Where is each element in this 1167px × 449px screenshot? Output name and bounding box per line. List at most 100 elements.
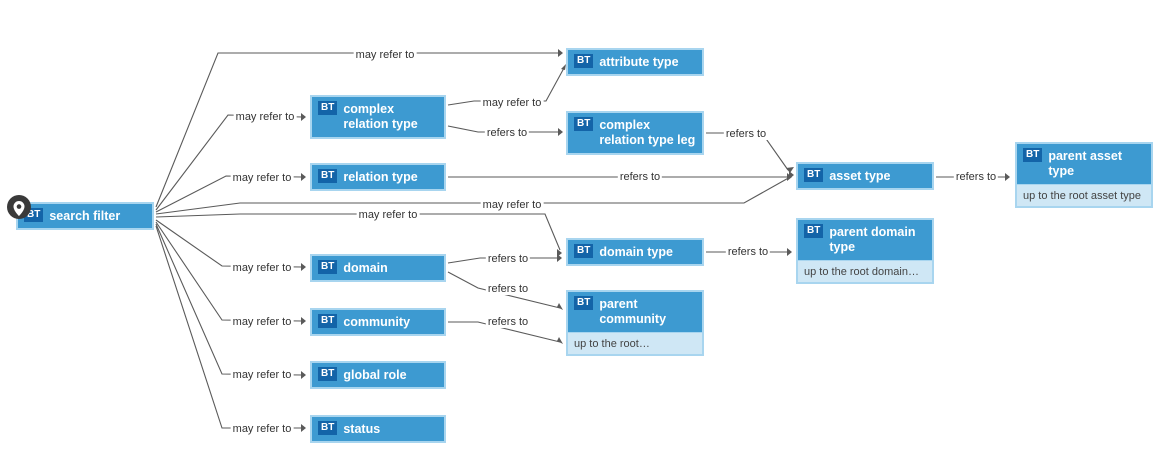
- edge-label: may refer to: [230, 316, 294, 328]
- edge-search-filter-to-global-role: [155, 223, 303, 376]
- node-complex-relation-type-leg[interactable]: BT complex relation type leg: [566, 111, 704, 155]
- node-domain[interactable]: BT domain: [310, 254, 446, 282]
- node-header: BT attribute type: [568, 50, 702, 74]
- edge-label: may refer to: [353, 49, 417, 61]
- bt-badge-icon: BT: [574, 117, 594, 131]
- edge-label: refers to: [484, 127, 530, 139]
- edge-label: refers to: [485, 316, 531, 328]
- arrowhead-icon: [301, 317, 306, 325]
- node-header: BT global role: [312, 363, 444, 387]
- edge-label: may refer to: [480, 97, 544, 109]
- edge-label: may refer to: [356, 209, 420, 221]
- node-label: search filter: [49, 208, 121, 223]
- node-footer-caption: up to the root…: [568, 332, 702, 354]
- node-relation-type[interactable]: BT relation type: [310, 163, 446, 191]
- node-label: relation type: [343, 169, 418, 184]
- location-pin-icon[interactable]: [4, 194, 34, 224]
- arrowhead-icon: [787, 248, 792, 256]
- node-label: complex relation type leg: [599, 118, 696, 147]
- node-header: BT parent asset type: [1017, 144, 1151, 184]
- node-complex-relation-type[interactable]: BT complex relation type: [310, 95, 446, 139]
- edge-label: refers to: [953, 171, 999, 183]
- edge-domain-to-parent-community: [447, 271, 561, 309]
- node-label: domain: [343, 260, 388, 275]
- edge-community-to-parent-community: [448, 321, 561, 343]
- arrowhead-icon: [301, 371, 306, 379]
- edge-complex-relation-type-to-complex-relation-type-leg: [447, 125, 560, 133]
- arrowhead-icon: [786, 167, 794, 173]
- node-label: domain type: [599, 244, 673, 259]
- node-label: global role: [343, 367, 407, 382]
- node-header: BT domain type: [568, 240, 702, 264]
- node-header: BT asset type: [798, 164, 932, 188]
- bt-badge-icon: BT: [318, 421, 338, 435]
- arrowhead-icon: [301, 173, 306, 181]
- node-parent-asset-type[interactable]: BT parent asset type up to the root asset …: [1015, 142, 1153, 208]
- arrowhead-icon: [787, 173, 792, 181]
- edge-label: refers to: [617, 171, 663, 183]
- node-label: attribute type: [599, 54, 679, 69]
- bt-badge-icon: BT: [1023, 148, 1043, 162]
- arrowhead-icon: [558, 49, 563, 57]
- edge-label: refers to: [485, 283, 531, 295]
- bt-badge-icon: BT: [574, 244, 594, 258]
- arrowhead-icon: [1005, 173, 1010, 181]
- node-global-role[interactable]: BT global role: [310, 361, 446, 389]
- edge-label: may refer to: [230, 423, 294, 435]
- bt-badge-icon: BT: [318, 367, 338, 381]
- arrowhead-icon: [561, 64, 566, 70]
- node-header: BT complex relation type: [312, 97, 444, 137]
- node-label: asset type: [829, 168, 891, 183]
- bt-badge-icon: BT: [318, 260, 338, 274]
- edge-label: may refer to: [230, 369, 294, 381]
- node-parent-domain-type[interactable]: BT parent domain type up to the root domai…: [796, 218, 934, 284]
- arrowhead-icon: [558, 128, 563, 136]
- arrowhead-icon: [557, 254, 562, 262]
- node-header: BT status: [312, 417, 444, 441]
- node-community[interactable]: BT community: [310, 308, 446, 336]
- node-label: status: [343, 421, 381, 436]
- node-label: parent asset type: [1048, 149, 1122, 178]
- arrowhead-icon: [557, 303, 563, 310]
- node-attribute-type[interactable]: BT attribute type: [566, 48, 704, 76]
- edge-label: may refer to: [230, 262, 294, 274]
- node-label: parent domain type: [829, 225, 916, 254]
- arrowhead-icon: [301, 113, 306, 121]
- edge-label: refers to: [485, 253, 531, 265]
- edge-domain-to-domain-type: [447, 257, 558, 264]
- bt-badge-icon: BT: [804, 224, 824, 238]
- node-header: BT community: [312, 310, 444, 334]
- node-header: BT parent domain type: [798, 220, 932, 260]
- node-header: BT domain: [312, 256, 444, 280]
- node-header: BT complex relation type leg: [568, 113, 702, 153]
- bt-badge-icon: BT: [318, 169, 338, 183]
- node-footer-caption: up to the root asset type: [1017, 184, 1151, 206]
- edge-search-filter-to-domain: [155, 219, 303, 268]
- node-label: parent community: [599, 297, 667, 326]
- edge-search-filter-to-attribute-type: [155, 52, 560, 208]
- node-label: complex relation type: [343, 102, 418, 131]
- node-footer-caption: up to the root domain…: [798, 260, 932, 282]
- bt-badge-icon: BT: [318, 314, 338, 328]
- bt-badge-icon: BT: [318, 101, 338, 115]
- arrowhead-icon: [301, 424, 306, 432]
- node-asset-type[interactable]: BT asset type: [796, 162, 934, 190]
- edge-label: refers to: [725, 246, 771, 258]
- edge-label: may refer to: [480, 199, 544, 211]
- edge-label: may refer to: [230, 172, 294, 184]
- node-header: BT relation type: [312, 165, 444, 189]
- node-domain-type[interactable]: BT domain type: [566, 238, 704, 266]
- node-label: community: [343, 314, 411, 329]
- bt-badge-icon: BT: [804, 168, 824, 182]
- node-status[interactable]: BT status: [310, 415, 446, 443]
- arrowhead-icon: [301, 263, 306, 271]
- edge-search-filter-to-complex-relation-type: [155, 114, 303, 211]
- edge-label: may refer to: [233, 111, 297, 123]
- bt-badge-icon: BT: [574, 54, 594, 68]
- arrowhead-icon: [557, 337, 563, 344]
